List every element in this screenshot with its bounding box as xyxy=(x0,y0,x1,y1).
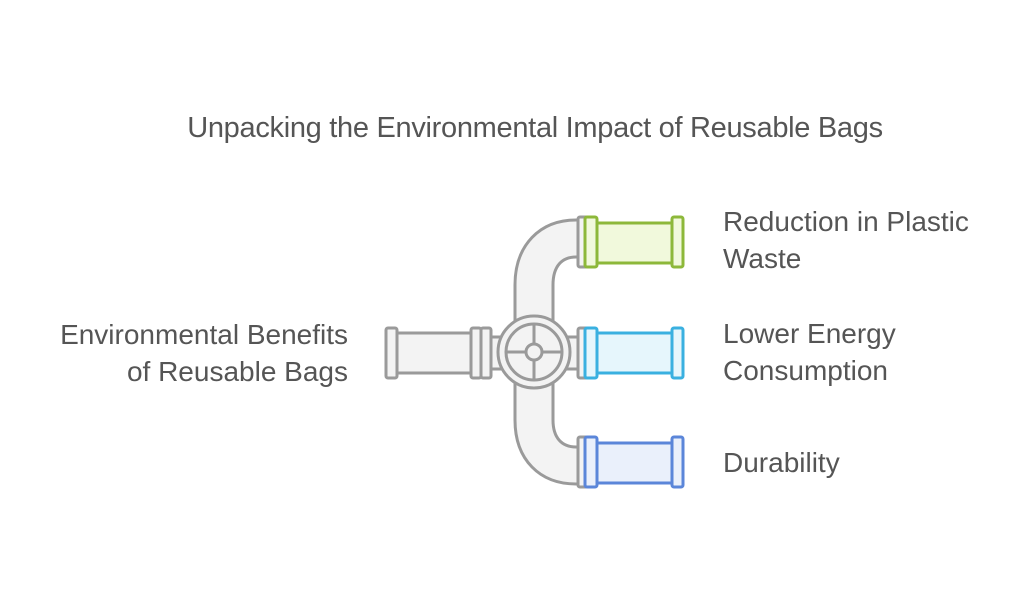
output-pipe-energy xyxy=(583,326,685,380)
output-label-plastic-waste: Reduction in Plastic Waste xyxy=(723,203,969,277)
valve-hub xyxy=(524,342,544,362)
diagram-title: Unpacking the Environmental Impact of Re… xyxy=(187,112,883,144)
output-pipe-durability xyxy=(583,435,685,489)
output-label-line1: Durability xyxy=(723,447,840,478)
output-label-durability: Durability xyxy=(723,444,840,481)
output-pipe-plastic-waste xyxy=(583,215,685,269)
source-label-line1: Environmental Benefits xyxy=(60,319,348,350)
output-label-energy: Lower Energy Consumption xyxy=(723,315,896,389)
output-label-line2: Waste xyxy=(723,243,802,274)
source-label: Environmental Benefits of Reusable Bags xyxy=(60,316,348,390)
source-label-line2: of Reusable Bags xyxy=(126,356,348,387)
input-pipe-cap-left xyxy=(384,326,399,380)
output-label-line1: Reduction in Plastic xyxy=(723,206,969,237)
output-label-line1: Lower Energy xyxy=(723,318,896,349)
output-label-line2: Consumption xyxy=(723,355,888,386)
input-pipe-body xyxy=(391,331,477,375)
